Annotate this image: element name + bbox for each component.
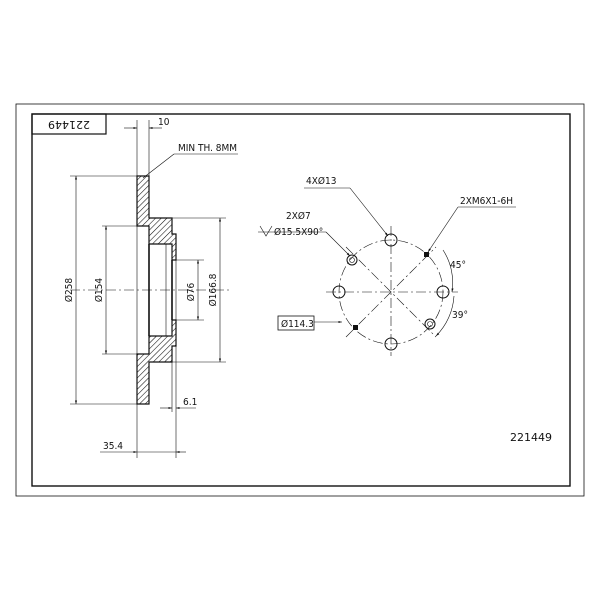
part-number-rotated: 221449 (48, 118, 90, 131)
threaded-hole-lower-left (353, 325, 358, 330)
dim-hat-wall: 6.1 (183, 397, 197, 408)
note-bolt-holes: 4XØ13 (306, 175, 336, 187)
part-number: 221449 (510, 431, 552, 444)
bolt-hole-right (436, 285, 450, 299)
dim-bore: Ø76 (185, 282, 197, 301)
dim-offset: 35.4 (103, 441, 123, 452)
dim-hat-diameter: Ø166.8 (207, 273, 219, 306)
countersink-symbol-icon (259, 225, 273, 237)
dim-inner-diameter: Ø154 (93, 278, 105, 303)
dim-angle-lower: 39° (452, 310, 468, 321)
note-min-thickness: MIN TH. 8MM (178, 143, 237, 154)
dim-pcd: Ø114.3 (281, 318, 314, 330)
dim-outer-diameter: Ø258 (63, 278, 75, 303)
threaded-hole-upper-right (424, 252, 429, 257)
bolt-hole-top (384, 233, 398, 247)
pin-hole-lower-right (424, 318, 436, 330)
dim-angle-upper: 45° (450, 260, 466, 271)
note-threaded-holes: 2XM6X1-6H (460, 196, 513, 207)
section-view: Ø258 Ø154 Ø76 Ø166.8 10 MIN TH. 8MM 6.1 (63, 117, 238, 458)
drawing-frame: 221449 (15, 103, 585, 497)
dim-thickness: 10 (158, 117, 170, 128)
front-view: 4XØ13 2XM6X1-6H 2XØ7 Ø15.5X90° 45° 39° Ø… (258, 175, 516, 356)
note-countersink: Ø15.5X90° (274, 226, 323, 238)
bolt-hole-left (332, 285, 346, 299)
bolt-hole-bottom (384, 337, 398, 351)
pin-hole-upper-left (346, 254, 358, 266)
note-pin-holes: 2XØ7 (286, 210, 311, 222)
